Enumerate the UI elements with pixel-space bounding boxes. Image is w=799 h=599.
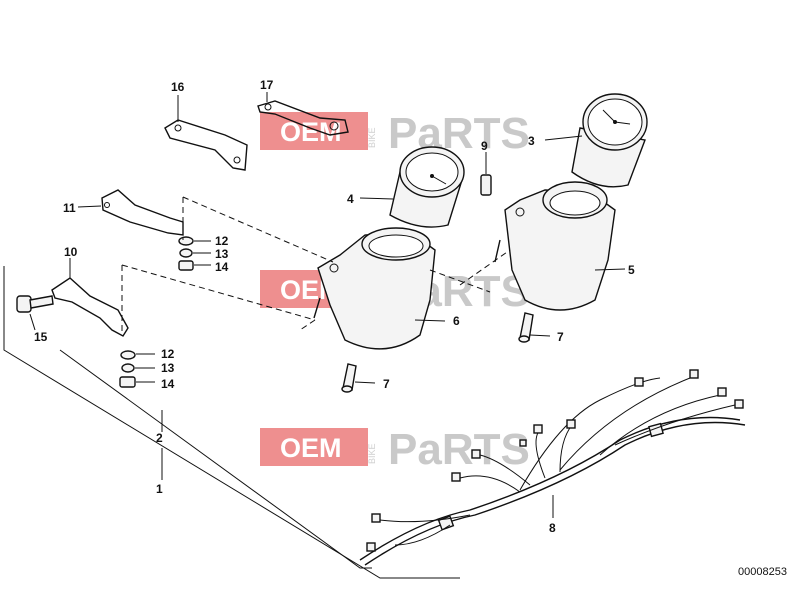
callout-14-lower: 14 <box>161 377 175 391</box>
part-8-wiring-harness <box>359 369 746 566</box>
callout-4: 4 <box>347 192 354 206</box>
watermark-parts-text: PaRTS <box>388 425 530 474</box>
callout-10: 10 <box>64 245 78 259</box>
part-3-gauge <box>544 93 648 188</box>
watermark-bike-text: BIKE <box>367 443 377 464</box>
callout-7-lower: 7 <box>383 377 390 391</box>
part-15-bolt <box>16 295 54 331</box>
callout-8: 8 <box>549 521 556 535</box>
callout-17: 17 <box>260 78 274 92</box>
watermark-bike-text: BIKE <box>367 127 377 148</box>
callout-14-upper: 14 <box>215 260 229 274</box>
hardware-lower <box>119 350 155 388</box>
callout-5: 5 <box>628 263 635 277</box>
callout-6: 6 <box>453 314 460 328</box>
part-9-bulb <box>480 152 492 196</box>
callout-3: 3 <box>528 134 535 148</box>
reference-lines <box>3 266 460 579</box>
callout-1: 1 <box>156 482 163 496</box>
callout-2: 2 <box>156 431 163 445</box>
watermark-top: OEM BIKE PaRTS <box>260 109 530 158</box>
watermark-oem-text: OEM <box>280 433 342 463</box>
part-17-bracket <box>257 92 349 136</box>
callout-12-lower: 12 <box>161 347 175 361</box>
diagram-code: 00008253 <box>738 566 787 578</box>
callout-9: 9 <box>481 139 488 153</box>
part-5-housing <box>494 181 626 311</box>
watermark-parts-text: PaRTS <box>388 109 530 158</box>
part-7-screw-right <box>518 312 551 343</box>
callout-7-right: 7 <box>557 330 564 344</box>
callout-15: 15 <box>34 330 48 344</box>
callout-12-upper: 12 <box>215 234 229 248</box>
callout-labels: 1 2 3 4 5 6 7 7 8 9 10 11 12 13 14 12 13… <box>34 78 635 535</box>
callout-13-lower: 13 <box>161 361 175 375</box>
part-7-screw-lower <box>341 363 376 393</box>
callout-13-upper: 13 <box>215 247 229 261</box>
callout-16: 16 <box>171 80 185 94</box>
assembly-lines <box>121 196 511 335</box>
part-10-bracket <box>51 258 129 337</box>
callout-11: 11 <box>63 201 76 215</box>
part-11-bracket <box>77 189 184 236</box>
hardware-upper <box>178 236 211 271</box>
part-4-gauge <box>359 146 465 228</box>
part-6-housing <box>313 227 446 350</box>
watermark-oem-text: OEM <box>280 117 342 147</box>
part-16-bracket <box>164 95 248 171</box>
watermark-bottom: OEM BIKE PaRTS <box>260 425 530 474</box>
